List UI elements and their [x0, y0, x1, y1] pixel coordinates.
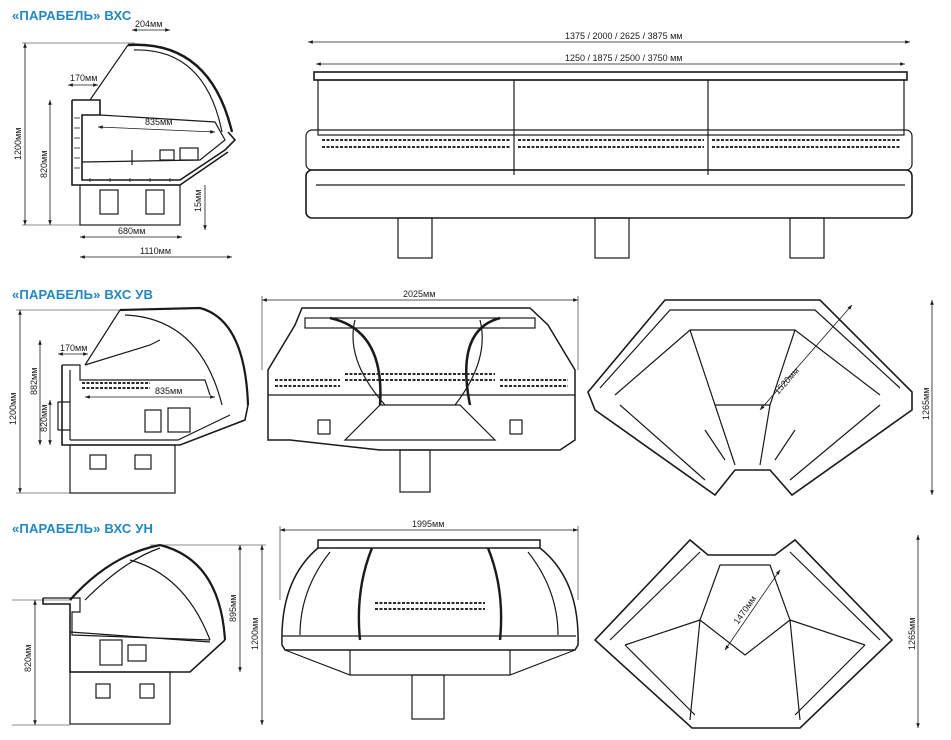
dim-label-length: 2025мм: [403, 289, 435, 299]
side-uv-grille: [82, 382, 150, 389]
dim-label-depth: 835мм: [145, 117, 172, 127]
dim-label-total-depth: 1110мм: [140, 246, 171, 256]
dim-label-base: 680мм: [118, 226, 145, 236]
side-view-vhs-labels: 204мм 170мм 835мм 1200мм 820мм 15мм 680м…: [13, 19, 203, 256]
side-view-vhs-uv-labels: 170мм 882мм 1200мм 820мм 835мм: [8, 343, 182, 432]
dim-label-foot: 15мм: [193, 190, 203, 212]
side-view-vhs-uv: [16, 306, 250, 494]
dim-label-inner-length: 1250 / 1875 / 2500 / 3750 мм: [565, 53, 682, 63]
front-vhs-grilles: [322, 139, 900, 148]
dim-label-glass: 882мм: [29, 368, 39, 395]
dim-label-plan-height: 1265мм: [921, 388, 931, 420]
plan-view-vhs-un-labels: 1470мм 1265мм: [731, 594, 917, 650]
dim-label-height: 1200мм: [8, 393, 18, 425]
section-title-vhs-un: «ПАРАБЕЛЬ» ВХС УН: [12, 521, 154, 536]
dim-label-plan-height: 1265мм: [907, 618, 917, 650]
dim-label-diagonal: 1520мм: [772, 366, 801, 397]
dim-label-counter: 820мм: [23, 645, 33, 672]
front-view-vhs: [305, 40, 913, 259]
side-view-vhs-un: [12, 543, 266, 726]
front-view-vhs-labels: 1375 / 2000 / 2625 / 3875 мм 1250 / 1875…: [565, 31, 682, 63]
dim-label-height: 1200мм: [250, 618, 260, 650]
dim-label-shelf: 170мм: [70, 73, 97, 83]
front-view-vhs-un-labels: 1995мм: [412, 519, 444, 529]
dim-label-canopy: 204мм: [135, 19, 162, 29]
front-un-grilles: [375, 602, 485, 610]
dim-label-glass: 895мм: [228, 595, 238, 622]
dim-label-height: 1200мм: [13, 128, 23, 160]
dim-label-depth: 835мм: [155, 386, 182, 396]
dim-label-overall-length: 1375 / 2000 / 2625 / 3875 мм: [565, 31, 682, 41]
front-uv-grilles: [275, 373, 568, 387]
front-view-vhs-uv-labels: 2025мм: [403, 289, 435, 299]
front-view-vhs-uv: [261, 296, 579, 493]
dim-label-shelf: 170мм: [60, 343, 87, 353]
section-title-vhs: «ПАРАБЕЛЬ» ВХС: [12, 8, 132, 23]
plan-view-vhs-un: [593, 535, 920, 729]
dim-label-counter: 820мм: [39, 151, 49, 178]
side-view-vhs-un-labels: 895мм 1200мм 820мм: [23, 595, 260, 672]
dim-label-counter: 820мм: [39, 405, 49, 432]
plan-view-vhs-uv: [587, 299, 934, 497]
side-view-vhs: [22, 28, 237, 259]
dim-label-length: 1995мм: [412, 519, 444, 529]
front-view-vhs-un: [279, 526, 579, 720]
section-title-vhs-uv: «ПАРАБЕЛЬ» ВХС УВ: [12, 287, 154, 302]
